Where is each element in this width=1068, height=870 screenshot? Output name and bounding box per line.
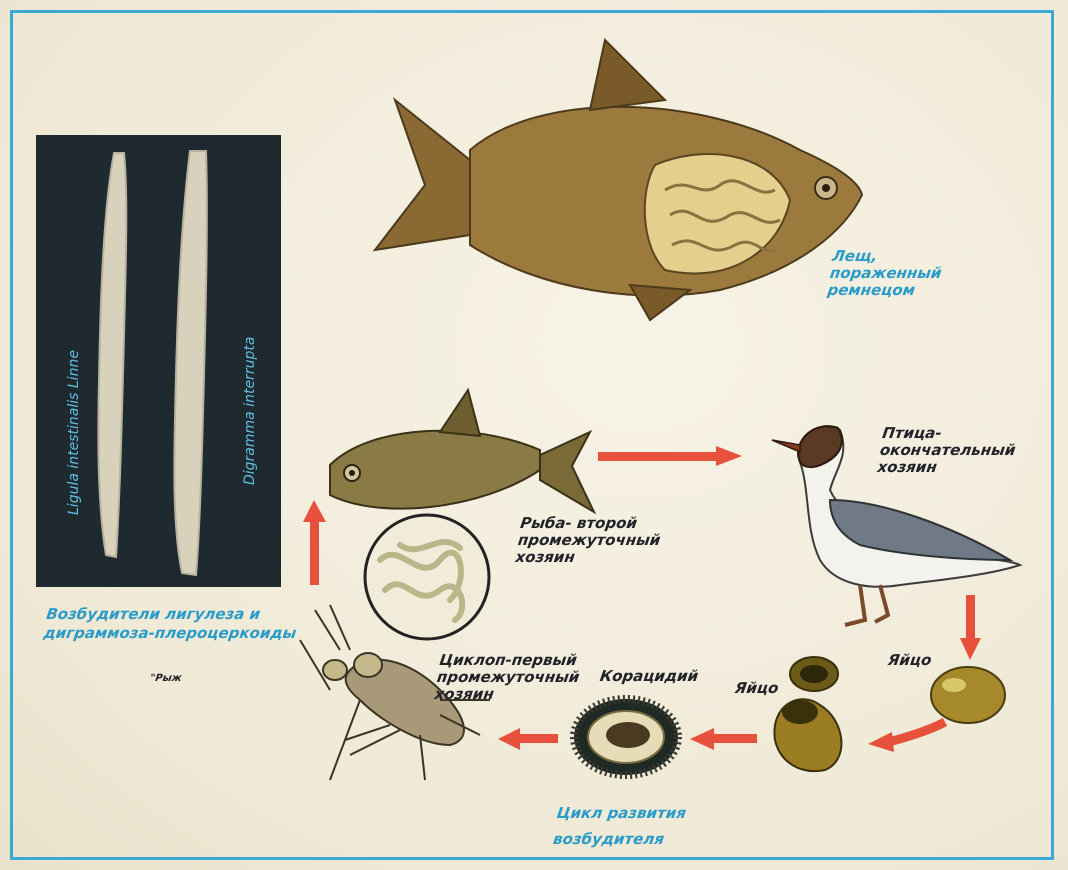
arrow-left-icon — [498, 728, 558, 750]
arrow-down-icon — [960, 595, 981, 660]
egg-label-right: Яйцо — [887, 652, 933, 669]
cyclops-host-label: Циклоп-первый промежуточный хозяин — [433, 652, 582, 703]
fish-illustration — [330, 390, 594, 512]
signature: "Рыж — [149, 670, 183, 687]
coracidium-label: Корацидий — [599, 668, 700, 685]
bird-host-label: Птица- окончательный хозяин — [876, 425, 1019, 476]
egg-label-mid: Яйцо — [734, 680, 780, 697]
egg-icon — [931, 667, 1005, 723]
fish-host-label: Рыба- второй промежуточный хозяин — [514, 515, 663, 566]
bream-caption: Лещ, пораженный ремнецом — [826, 248, 945, 299]
bream-infected-illustration — [375, 40, 862, 320]
specimen-caption: Возбудители лигулеза и диграммоза-плероц… — [42, 605, 300, 643]
arrow-right-icon — [598, 446, 742, 466]
arrow-left-icon — [690, 728, 757, 750]
arrow-left-icon — [868, 722, 945, 752]
open-egg-icon — [774, 657, 841, 771]
plerocercoid-inset-icon — [365, 515, 489, 639]
arrow-up-icon — [303, 500, 326, 585]
cycle-title: Цикл развития возбудителя — [551, 800, 688, 852]
coracidium-icon — [574, 699, 678, 775]
